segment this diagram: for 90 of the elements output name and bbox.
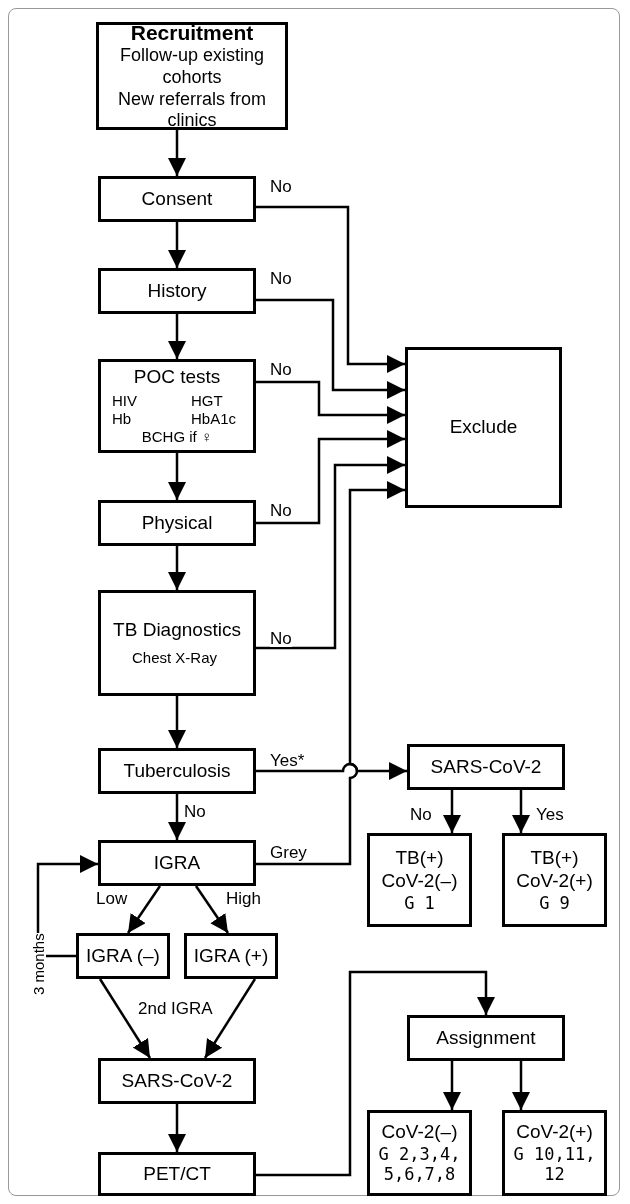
edge-label: No [184,803,206,820]
process-box [98,840,256,886]
exclude-box [405,347,562,508]
process-box [407,1015,565,1061]
node-label: G 2,3,4, 5,6,7,8 [377,1144,462,1185]
process-box [98,500,256,546]
node-label: Tuberculosis [123,759,231,783]
node-label: Physical [141,511,213,535]
edge-label: No [270,361,292,378]
arrow [126,885,162,934]
process-box [98,590,256,696]
node-label: CoV-2(–) [381,869,458,893]
edge-label: No [270,270,292,287]
node-label: Consent [141,187,213,211]
node-label: CoV-2(+) [516,869,593,893]
process-box [502,833,607,927]
arrow [194,885,230,934]
node-label: PET/CT [143,1162,211,1186]
node-label: Follow-up existing cohorts [118,45,266,89]
node-label: SARS-CoV-2 [430,755,542,779]
node-label: History [147,279,207,303]
arrow [256,762,407,780]
edge-label: No [410,806,432,823]
arrow [168,1104,186,1152]
arrow [168,794,186,840]
arrow [168,222,186,268]
edge-label: Yes* [270,752,305,769]
process-box [96,22,288,130]
arrow [443,1061,461,1110]
node-label: CoV-2(+) [515,1121,594,1144]
node-label: IGRA (–) [86,944,160,968]
arrow [256,380,405,424]
process-box [98,176,256,222]
arrow [256,205,405,373]
edge-label: No [270,502,292,519]
arrow [256,298,405,399]
arrow [256,430,405,525]
node-label: Chest X-Ray [132,649,219,668]
node-label: CoV-2(–) [380,1121,459,1144]
edge-label: Grey [270,844,307,861]
process-box [184,933,278,979]
arrow [256,970,495,1177]
node-label: Hb [112,410,133,429]
node-label: POC tests [133,365,221,389]
process-box [407,744,565,790]
process-box [98,268,256,314]
node-label: SARS-CoV-2 [121,1069,233,1093]
arrow [256,456,405,650]
arrow [203,978,257,1059]
arrow [256,481,405,866]
node-label: HbA1c [191,410,238,429]
node-label: IGRA [153,851,201,875]
arrow [443,790,461,833]
arrow [168,314,186,359]
node-label: G 1 [404,892,435,913]
process-box [76,933,170,979]
node-label: TB(+) [395,847,444,870]
process-box [98,1058,256,1104]
arrow [168,453,186,500]
edge-label: Low [96,890,128,907]
node-label: Exclude [449,416,518,439]
process-box [367,833,472,927]
node-label: BCHG if ♀ [141,428,213,447]
edge-label: 3 months [31,933,46,995]
arrow [512,1061,530,1110]
node-label: New referrals from clinics [117,88,267,132]
arrow [168,546,186,590]
edge-label: No [270,178,292,195]
process-box [98,748,256,794]
arrow [512,790,530,833]
node-label: HGT [191,392,224,411]
edge-label: No [270,630,292,647]
heading: Recruitment [130,20,254,46]
node-label: HIV [112,392,138,411]
edge-label: Yes [536,806,564,823]
process-box [367,1110,472,1196]
note-label: 2nd IGRA [138,1000,213,1017]
process-box [98,359,256,453]
node-label: IGRA (+) [193,944,269,968]
node-label: Assignment [436,1026,536,1050]
arrow [98,978,152,1059]
node-label: G 10,11, 12 [512,1144,597,1185]
node-label: G 9 [539,892,570,913]
process-box [502,1110,607,1196]
edge-label: High [226,890,261,907]
arrow [168,696,186,748]
node-label: TB Diagnostics [113,618,241,642]
node-label: TB(+) [530,847,579,870]
arrow [168,130,186,176]
process-box [98,1152,256,1196]
